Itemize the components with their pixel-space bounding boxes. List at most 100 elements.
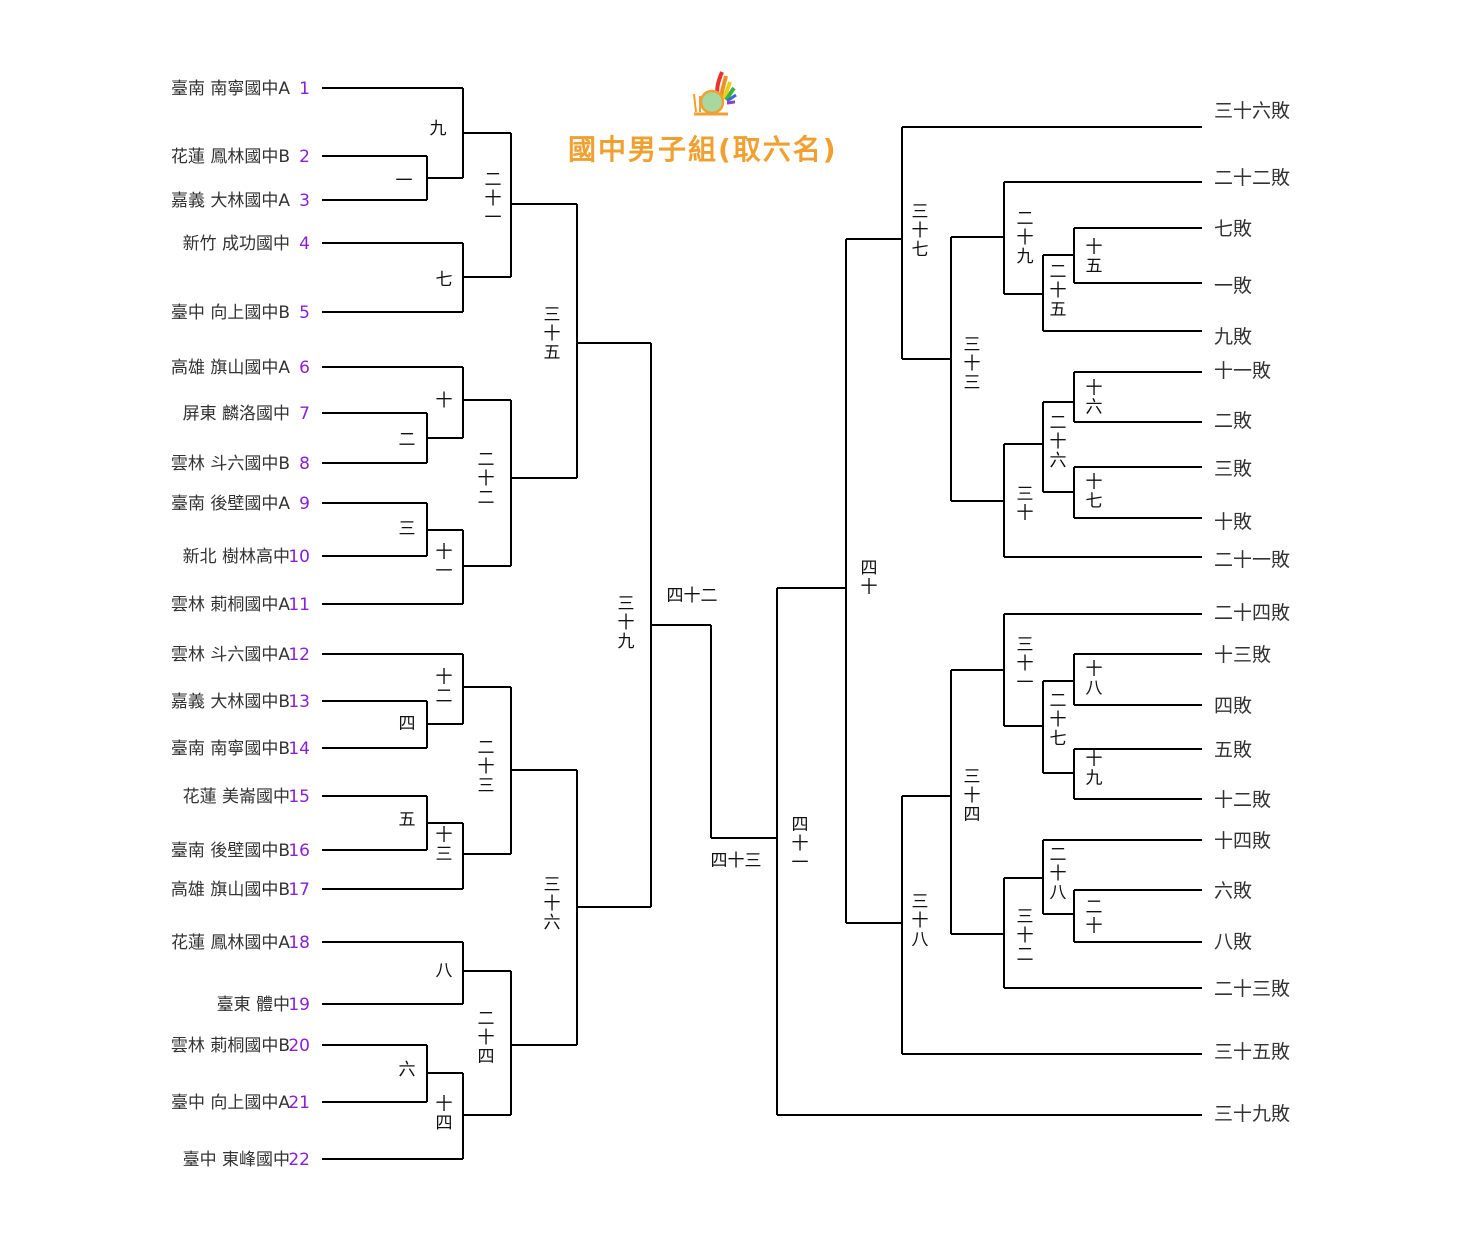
team-entry: 新竹 成功國中 4 bbox=[183, 234, 310, 254]
loser-slot-label: 三十五敗 bbox=[1214, 1041, 1290, 1063]
team-name: 雲林 斗六國中A bbox=[171, 645, 290, 665]
match-label: 三十二 bbox=[1017, 907, 1034, 965]
loser-slot-label: 十二敗 bbox=[1214, 789, 1271, 811]
team-seed-number: 9 bbox=[299, 494, 310, 514]
team-name: 臺南 南寧國中B bbox=[171, 739, 290, 759]
team-name: 臺南 南寧國中A bbox=[171, 79, 290, 99]
loser-slot-label: 九敗 bbox=[1214, 326, 1252, 348]
match-label: 三十七 bbox=[912, 202, 929, 260]
match-label: 十七 bbox=[1086, 473, 1103, 512]
match-label: 十四 bbox=[436, 1095, 453, 1134]
team-entry: 屏東 麟洛國中 7 bbox=[183, 404, 310, 424]
team-name: 嘉義 大林國中B bbox=[171, 692, 290, 712]
team-name: 臺東 體中 bbox=[217, 995, 290, 1015]
team-seed-number: 4 bbox=[299, 234, 310, 254]
loser-slot-label: 二十四敗 bbox=[1214, 602, 1290, 624]
bracket-title: 國中男子組(取六名) bbox=[568, 133, 838, 166]
team-name: 花蓮 鳳林國中B bbox=[171, 147, 290, 167]
team-name: 臺南 後壁國中B bbox=[171, 841, 290, 861]
team-seed-number: 2 bbox=[299, 147, 310, 167]
team-seed-number: 1 bbox=[299, 79, 310, 99]
team-name: 高雄 旗山國中A bbox=[171, 358, 290, 378]
team-name: 雲林 莿桐國中B bbox=[171, 1036, 290, 1056]
team-entry: 花蓮 鳳林國中B 2 bbox=[171, 147, 310, 167]
match-label: 十六 bbox=[1086, 379, 1103, 418]
match-label: 十 bbox=[436, 391, 453, 411]
loser-slot-label: 四敗 bbox=[1214, 695, 1252, 717]
match-label: 十五 bbox=[1086, 238, 1103, 277]
loser-slot-label: 十四敗 bbox=[1214, 830, 1271, 852]
team-name: 新北 樹林高中 bbox=[183, 547, 290, 567]
bracket-lines bbox=[322, 87, 1202, 1160]
match-label: 十一 bbox=[436, 543, 453, 582]
team-seed-number: 15 bbox=[288, 787, 310, 807]
loser-slot-label: 十敗 bbox=[1214, 511, 1252, 533]
match-label: 二十一 bbox=[485, 170, 502, 228]
team-name: 臺中 東峰國中 bbox=[183, 1150, 290, 1170]
match-label: 二十六 bbox=[1050, 413, 1067, 471]
match-label: 四十一 bbox=[792, 815, 809, 873]
team-name: 嘉義 大林國中A bbox=[171, 191, 290, 211]
team-seed-number: 18 bbox=[288, 933, 310, 953]
team-name: 臺中 向上國中B bbox=[171, 303, 290, 323]
loser-slot-label: 二十一敗 bbox=[1214, 549, 1290, 571]
match-label: 三十一 bbox=[1017, 635, 1034, 693]
snail-rainbow-logo-icon bbox=[688, 68, 740, 124]
team-seed-number: 17 bbox=[288, 880, 310, 900]
team-name: 雲林 斗六國中B bbox=[171, 454, 290, 474]
team-seed-number: 6 bbox=[299, 358, 310, 378]
team-name: 新竹 成功國中 bbox=[183, 234, 290, 254]
loser-slot-label: 三敗 bbox=[1214, 458, 1252, 480]
loser-slot-label: 七敗 bbox=[1214, 218, 1252, 240]
loser-slot-label: 十三敗 bbox=[1214, 644, 1271, 666]
match-label: 三十四 bbox=[964, 767, 981, 825]
team-seed-number: 14 bbox=[288, 739, 310, 759]
loser-slot-label: 二十二敗 bbox=[1214, 167, 1290, 189]
team-entry: 雲林 斗六國中B 8 bbox=[171, 454, 310, 474]
match-label: 三 bbox=[399, 519, 416, 539]
match-label: 二十四 bbox=[478, 1009, 495, 1067]
team-seed-number: 3 bbox=[299, 191, 310, 211]
match-label: 六 bbox=[399, 1060, 416, 1080]
team-seed-number: 7 bbox=[299, 404, 310, 424]
team-seed-number: 16 bbox=[288, 841, 310, 861]
team-name: 臺南 後壁國中A bbox=[171, 494, 290, 514]
match-label: 二十八 bbox=[1050, 845, 1067, 903]
team-list: 臺南 南寧國中A 1 花蓮 鳳林國中B 2 嘉義 大林國中A 3 新竹 成功國中 4 臺中 向上… bbox=[171, 79, 310, 1170]
match-label: 三十三 bbox=[964, 335, 981, 393]
loser-slot-label: 三十九敗 bbox=[1214, 1103, 1290, 1125]
team-seed-number: 8 bbox=[299, 454, 310, 474]
loser-slot-label: 八敗 bbox=[1214, 931, 1252, 953]
match-label: 八 bbox=[436, 961, 453, 981]
team-entry: 臺南 後壁國中A 9 bbox=[171, 494, 310, 514]
match-label: 三十 bbox=[1017, 485, 1034, 524]
loser-slot-label: 三十六敗 bbox=[1214, 100, 1290, 122]
match-label: 四十二 bbox=[667, 586, 718, 606]
match-label: 三十六 bbox=[544, 875, 561, 933]
match-label: 二十三 bbox=[478, 738, 495, 796]
match-label: 七 bbox=[436, 270, 453, 290]
match-label: 三十九 bbox=[618, 594, 635, 652]
match-label: 五 bbox=[399, 810, 416, 830]
team-name: 臺中 向上國中A bbox=[171, 1093, 290, 1113]
team-seed-number: 20 bbox=[288, 1036, 310, 1056]
loser-slot-list: 三十六敗二十二敗七敗一敗九敗十一敗二敗三敗十敗二十一敗二十四敗十三敗四敗五敗十二… bbox=[1214, 100, 1290, 1125]
team-seed-number: 11 bbox=[288, 595, 310, 615]
match-labels: 九一二十一七三十五十二二十二三十一三十九四十二十二四二十三五十三三十六八二十四六… bbox=[396, 119, 1103, 1134]
match-label: 一 bbox=[396, 171, 413, 191]
team-name: 屏東 麟洛國中 bbox=[183, 404, 290, 424]
match-label: 二十二 bbox=[478, 450, 495, 508]
loser-slot-label: 十一敗 bbox=[1214, 360, 1271, 382]
team-seed-number: 12 bbox=[288, 645, 310, 665]
match-label: 二十五 bbox=[1050, 262, 1067, 320]
match-label: 十九 bbox=[1086, 750, 1103, 789]
